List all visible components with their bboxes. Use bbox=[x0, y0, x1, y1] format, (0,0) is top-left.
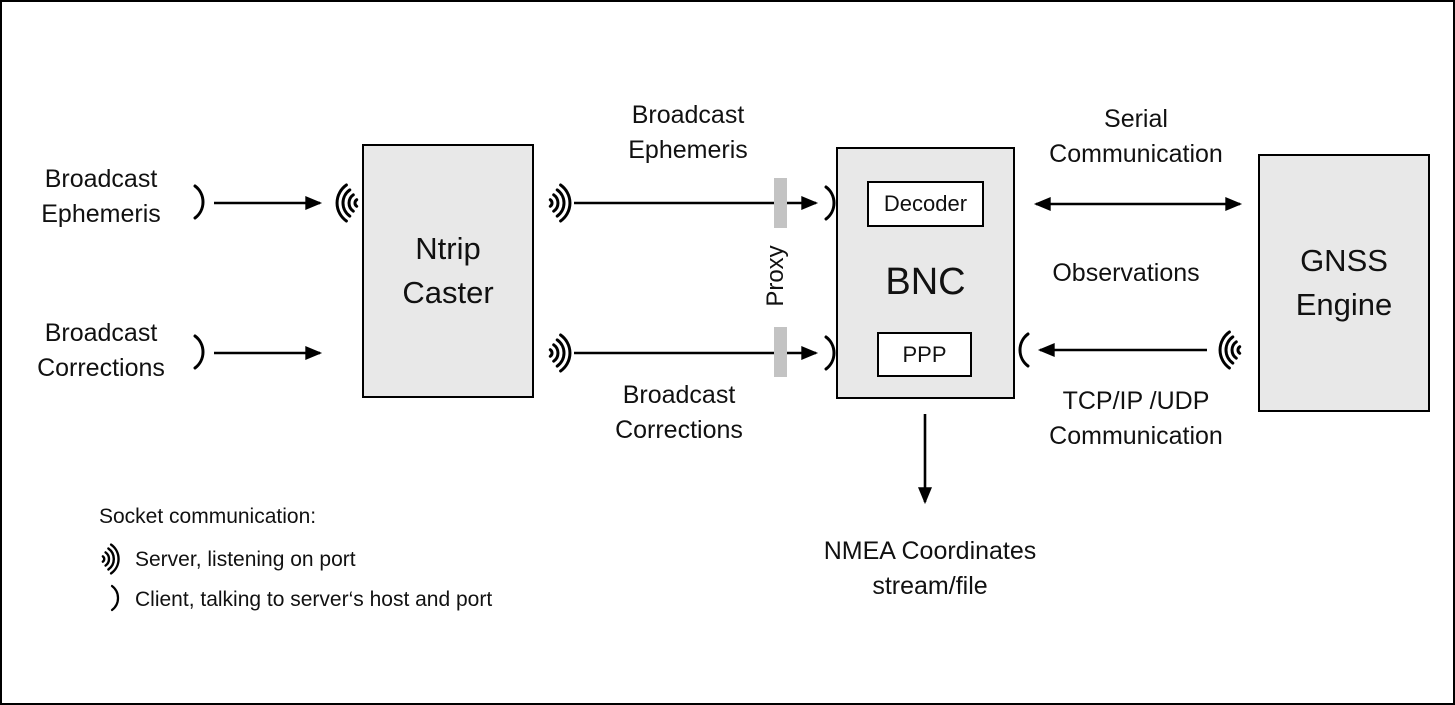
label-line: Ephemeris bbox=[628, 136, 748, 164]
label-line: Ephemeris bbox=[41, 200, 161, 228]
node-ntrip-caster: Ntrip Caster bbox=[362, 144, 534, 398]
label-broadcast-corrections-mid: Broadcast Corrections bbox=[579, 378, 779, 448]
proxy-bar-bottom bbox=[774, 327, 787, 377]
label-line: TCP/IP /UDP bbox=[1062, 387, 1210, 415]
node-title-line: Ntrip bbox=[415, 231, 481, 266]
label-line: stream/file bbox=[872, 572, 988, 600]
label-broadcast-corrections-source: Broadcast Corrections bbox=[18, 316, 184, 386]
client-socket-icon-legend bbox=[110, 584, 120, 612]
label-line: Communication bbox=[1049, 140, 1223, 168]
decoder-label: Decoder bbox=[883, 191, 968, 216]
label-line: Broadcast bbox=[44, 165, 158, 193]
label-line: Corrections bbox=[37, 354, 165, 382]
node-gnss-engine: GNSS Engine bbox=[1258, 154, 1430, 412]
label-nmea-output: NMEA Coordinates stream/file bbox=[815, 534, 1045, 604]
label-observations: Observations bbox=[1016, 256, 1236, 291]
node-bnc-decoder: Decoder bbox=[867, 181, 984, 227]
server-socket-icon-legend bbox=[101, 543, 120, 575]
client-socket-icon-ephemeris-source bbox=[193, 184, 205, 220]
legend-client-text: Client, talking to server‘s host and por… bbox=[135, 588, 493, 611]
proxy-label: Proxy bbox=[762, 245, 789, 307]
label-line: Corrections bbox=[615, 416, 743, 444]
label-line: Serial bbox=[1104, 105, 1168, 133]
server-socket-icon-caster-right-top bbox=[548, 183, 572, 223]
client-socket-icon-bnc-top bbox=[824, 185, 836, 221]
label-line: Broadcast bbox=[622, 381, 736, 409]
bnc-title: BNC bbox=[885, 261, 966, 303]
client-socket-icon-bnc-bottom bbox=[824, 335, 836, 371]
label-line: NMEA Coordinates bbox=[823, 537, 1037, 565]
legend-server-text: Server, listening on port bbox=[135, 548, 356, 571]
ppp-label: PPP bbox=[902, 341, 947, 367]
node-title-line: Engine bbox=[1295, 287, 1393, 322]
legend-title: Socket communication: bbox=[99, 505, 317, 528]
label-broadcast-ephemeris-mid: Broadcast Ephemeris bbox=[588, 98, 788, 168]
node-title-line: Caster bbox=[402, 275, 494, 310]
label-line: Observations bbox=[1052, 259, 1200, 287]
node-bnc: Decoder BNC PPP bbox=[836, 147, 1015, 399]
label-serial-communication: Serial Communication bbox=[1016, 102, 1256, 172]
label-line: Broadcast bbox=[631, 101, 745, 129]
proxy-bar-top bbox=[774, 178, 787, 228]
label-broadcast-ephemeris-source: Broadcast Ephemeris bbox=[18, 162, 184, 232]
client-socket-icon-corrections-source bbox=[193, 334, 205, 370]
server-socket-icon-caster-left bbox=[335, 183, 359, 223]
node-title-line: GNSS bbox=[1300, 243, 1388, 278]
label-line: Broadcast bbox=[44, 319, 158, 347]
server-socket-icon-gnss bbox=[1218, 330, 1242, 370]
label-tcpip-udp-communication: TCP/IP /UDP Communication bbox=[1016, 384, 1256, 454]
label-line: Communication bbox=[1049, 422, 1223, 450]
node-bnc-ppp: PPP bbox=[877, 332, 972, 377]
client-socket-icon-bnc-observations bbox=[1018, 332, 1030, 368]
server-socket-icon-caster-right-bottom bbox=[548, 333, 572, 373]
